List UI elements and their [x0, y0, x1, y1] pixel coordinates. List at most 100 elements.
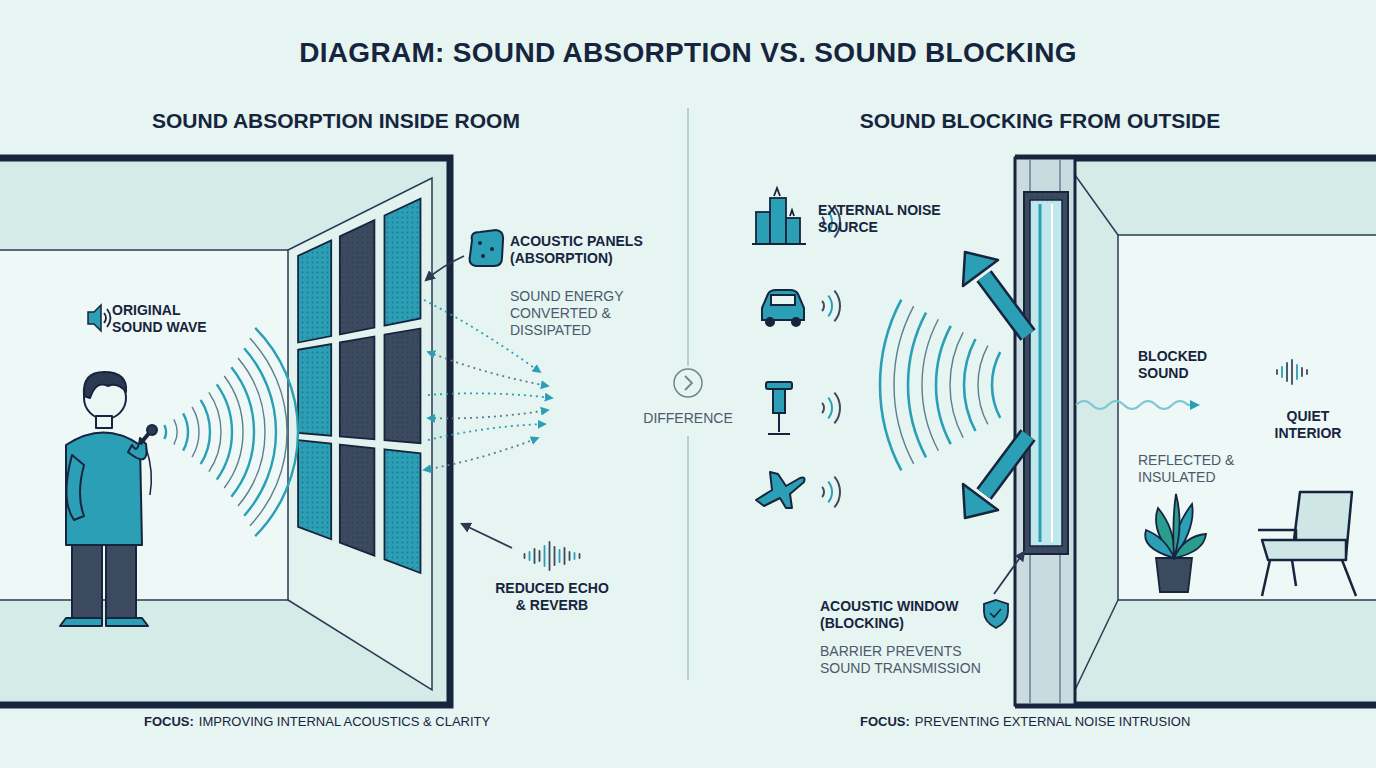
waveform-bar — [564, 548, 566, 564]
dissipation-arrow — [428, 410, 548, 418]
speaker-icon — [88, 305, 111, 331]
sound-wave-arc — [238, 358, 265, 506]
waveform-bar — [1276, 370, 1278, 374]
plant — [1145, 494, 1206, 592]
sound-wave-arc — [209, 392, 221, 471]
jackhammer-icon — [766, 382, 792, 434]
leader-line — [462, 524, 512, 548]
sound-waves — [164, 328, 298, 536]
noise-wave-arc — [822, 403, 824, 413]
city-icon — [752, 188, 806, 244]
noise-wave-arc — [822, 487, 824, 497]
acoustic-panel — [340, 445, 375, 556]
waveform-bar — [569, 552, 571, 560]
callout-label: REDUCED ECHO & REVERB — [490, 580, 614, 614]
callout-label: QUIET INTERIOR — [1258, 408, 1358, 442]
waveform-icon — [1277, 360, 1307, 384]
sound-wave-arc — [164, 425, 166, 439]
waveform-bar — [1296, 365, 1298, 379]
dissipation-arrow — [428, 424, 545, 440]
acoustic-panel — [340, 336, 375, 439]
waveform-bar — [539, 551, 541, 561]
waveform-bar — [1301, 368, 1303, 376]
acoustic-panel — [340, 220, 375, 334]
waveform-bar — [1306, 370, 1308, 374]
sound-wave-arc — [255, 328, 298, 536]
speaker-person — [60, 372, 157, 626]
noise-wave-arc — [992, 352, 1000, 418]
dissipation-arrow — [428, 352, 548, 386]
noise-wave-arc — [828, 482, 832, 503]
airplane-icon — [756, 472, 805, 508]
noise-wave-arc — [978, 346, 988, 425]
noise-wave-arc — [880, 300, 901, 471]
sound-wave-arc — [192, 407, 199, 457]
armchair — [1258, 492, 1356, 596]
waveform-bar — [579, 554, 581, 558]
waveform-bar — [1286, 363, 1288, 381]
noise-wave-arc — [894, 306, 914, 464]
divider-label: DIFFERENCE — [633, 410, 743, 427]
dissipation-arrow — [428, 393, 552, 398]
noise-wave-arc — [964, 339, 975, 431]
callout-label: ORIGINAL SOUND WAVE — [112, 302, 224, 336]
acoustic-panel — [384, 328, 420, 443]
dissipation-arrow — [424, 438, 538, 470]
sound-wave-arc — [224, 376, 243, 488]
waveform-bar — [1281, 367, 1283, 377]
noise-wave-arc — [922, 319, 938, 450]
leader-line — [994, 552, 1024, 594]
focus-tag: FOCUS: — [144, 714, 194, 730]
acoustic-panel — [298, 440, 331, 539]
noise-wave-arc — [950, 332, 963, 437]
noise-wave-arc — [834, 291, 840, 322]
callout-label: EXTERNAL NOISE SOURCE — [818, 202, 960, 236]
noise-wave-arc — [936, 326, 951, 444]
section-heading: SOUND BLOCKING FROM OUTSIDE — [820, 108, 1260, 133]
left-room — [0, 158, 450, 705]
acoustic-panel — [298, 344, 331, 436]
reflection-arrows — [963, 252, 1028, 518]
noise-wave-arc — [834, 393, 840, 424]
diagram-title: DIAGRAM: SOUND ABSORPTION VS. SOUND BLOC… — [188, 36, 1188, 70]
focus-tag: FOCUS: — [860, 714, 910, 730]
waveform-icon — [525, 542, 580, 570]
acoustic-panel — [384, 449, 420, 573]
focus-text: IMPROVING INTERNAL ACOUSTICS & CLARITY — [199, 714, 490, 730]
acoustic-window-wall — [1015, 158, 1075, 705]
callout-note: BARRIER PREVENTS SOUND TRANSMISSION — [820, 643, 1006, 677]
shield-icon — [984, 600, 1008, 628]
callout-label: ACOUSTIC PANELS (ABSORPTION) — [510, 233, 692, 267]
waveform-bar — [544, 546, 546, 566]
waveform-bar — [524, 554, 526, 558]
sound-wave-arc — [244, 348, 276, 515]
acoustic-panel — [384, 199, 420, 326]
transmitted-wave — [1076, 401, 1198, 409]
callout-note: REFLECTED & INSULATED — [1138, 452, 1256, 486]
car-icon — [762, 290, 804, 326]
waveform-bar — [529, 552, 531, 560]
callout-label: BLOCKED SOUND — [1138, 348, 1238, 382]
noise-wave-arc — [822, 301, 824, 311]
sound-wave-arc — [183, 413, 188, 450]
leader-line — [426, 256, 464, 280]
waveform-bar — [559, 550, 561, 562]
waveform-bar — [574, 553, 576, 559]
noise-wave-arc — [828, 398, 832, 419]
noise-wave-arc — [908, 313, 926, 458]
waveform-bar — [549, 542, 551, 570]
noise-wave-arc — [828, 296, 832, 317]
noise-waves — [822, 207, 1000, 508]
callout-note: SOUND ENERGY CONVERTED & DISSIPATED — [510, 288, 678, 338]
acoustic-panel — [298, 240, 331, 342]
acoustic-panels — [298, 199, 420, 573]
section-heading: SOUND ABSORPTION INSIDE ROOM — [116, 108, 556, 133]
waveform-bar — [534, 549, 536, 563]
right-room — [1015, 158, 1376, 705]
waveform-bar — [554, 547, 556, 565]
sound-wave-arc — [174, 419, 177, 444]
sound-wave-arc — [201, 400, 210, 464]
focus-text: PREVENTING EXTERNAL NOISE INTRUSION — [915, 714, 1190, 730]
callout-label: ACOUSTIC WINDOW (BLOCKING) — [820, 598, 984, 632]
